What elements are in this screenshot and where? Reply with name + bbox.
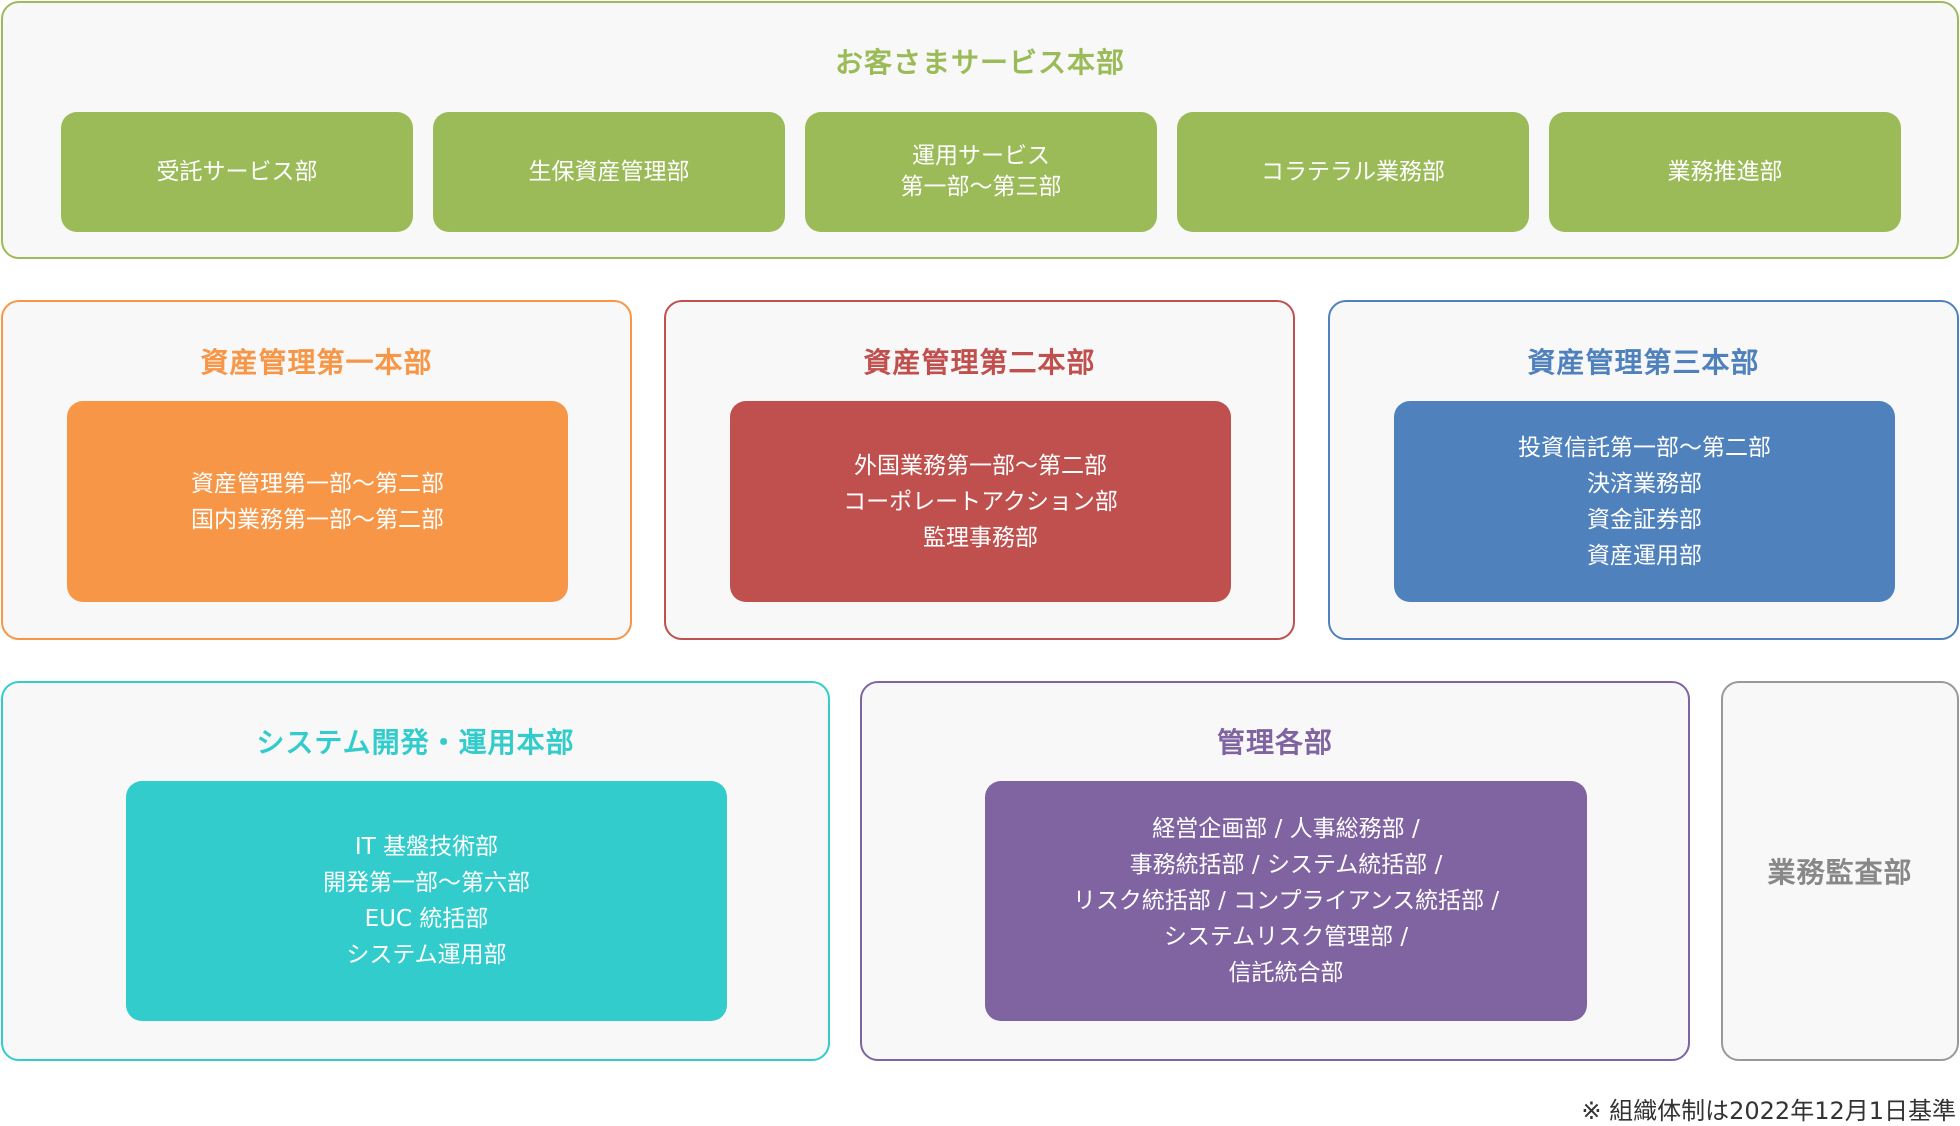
dept-seiho-asset: 生保資産管理部 [433, 112, 785, 232]
group-title-asset-mgmt-1: 資産管理第一本部 [200, 346, 433, 379]
group-system: システム開発・運用本部 IT 基盤技術部 開発第一部～第六部 EUC 統括部 シ… [1, 681, 830, 1061]
group-customer-service: お客さまサービス本部 受託サービス部 生保資産管理部 運用サービス 第一部～第三… [1, 1, 1959, 259]
group-audit: 業務監査部 [1721, 681, 1959, 1061]
group-asset-mgmt-1: 資産管理第一本部 資産管理第一部～第二部 国内業務第一部～第二部 [1, 300, 632, 640]
dept-box-asset-mgmt-3: 投資信託第一部～第二部 決済業務部 資金証券部 資産運用部 [1394, 401, 1895, 602]
dept-collateral: コラテラル業務部 [1177, 112, 1529, 232]
group-title-asset-mgmt-2: 資産管理第二本部 [863, 346, 1096, 379]
footnote: ※ 組織体制は2022年12月1日基準 [1581, 1097, 1956, 1125]
dept-unyo-service: 運用サービス 第一部～第三部 [805, 112, 1157, 232]
dept-box-asset-mgmt-1: 資産管理第一部～第二部 国内業務第一部～第二部 [67, 401, 568, 602]
group-title-management: 管理各部 [1216, 726, 1333, 759]
group-title-asset-mgmt-3: 資産管理第三本部 [1527, 346, 1760, 379]
group-title-audit: 業務監査部 [1767, 856, 1913, 889]
dept-box-asset-mgmt-2: 外国業務第一部～第二部 コーポレートアクション部 監理事務部 [730, 401, 1231, 602]
dept-box-management: 経営企画部 / 人事総務部 / 事務統括部 / システム統括部 / リスク統括部… [985, 781, 1587, 1021]
group-title-system: システム開発・運用本部 [256, 726, 575, 759]
dept-box-system: IT 基盤技術部 開発第一部～第六部 EUC 統括部 システム運用部 [126, 781, 727, 1021]
group-asset-mgmt-3: 資産管理第三本部 投資信託第一部～第二部 決済業務部 資金証券部 資産運用部 [1328, 300, 1959, 640]
group-management: 管理各部 経営企画部 / 人事総務部 / 事務統括部 / システム統括部 / リ… [860, 681, 1690, 1061]
dept-business-promotion: 業務推進部 [1549, 112, 1901, 232]
dept-jutaku-service: 受託サービス部 [61, 112, 413, 232]
group-asset-mgmt-2: 資産管理第二本部 外国業務第一部～第二部 コーポレートアクション部 監理事務部 [664, 300, 1295, 640]
group-title-customer-service: お客さまサービス本部 [834, 46, 1125, 79]
